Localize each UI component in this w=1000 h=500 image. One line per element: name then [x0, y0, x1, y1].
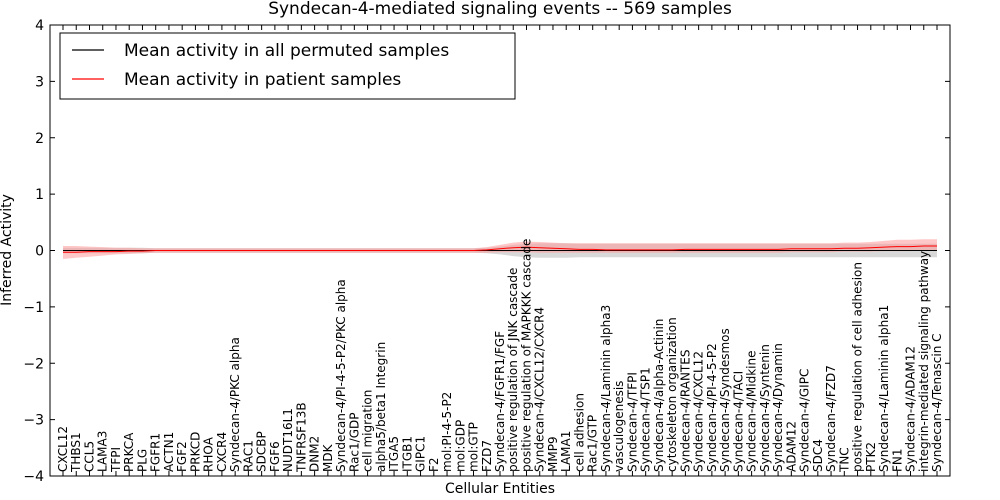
x-tick-label: ACTN1 [162, 432, 176, 472]
x-tick-label: Syndecan-4/PI-4-5-P2/PKC alpha [334, 279, 348, 472]
legend-box [59, 32, 516, 100]
x-tick-label: RHOA [202, 436, 216, 472]
x-tick-label: LAMA1 [559, 431, 573, 472]
x-tick-label: mol:PI-4-5-P2 [440, 392, 454, 472]
x-tick-label: cell migration [361, 390, 375, 472]
x-tick-label: Syndecan-4/CXCL12/CXCR4 [533, 307, 547, 472]
x-tick-label: Syndecan-4/Laminin alpha1 [877, 305, 891, 472]
x-tick-label: mol:GDP [453, 420, 467, 472]
x-tick-label: GIPC1 [414, 436, 428, 472]
x-axis-label: Cellular Entities [445, 481, 555, 497]
x-tick-label: MDK [321, 443, 335, 472]
x-tick-label: Syndecan-4/TFPI [625, 372, 639, 472]
x-tick-label: PLG [136, 449, 150, 472]
x-tick-label: Syndecan-4/Laminin alpha3 [599, 305, 613, 472]
x-tick-label: SDC4 [811, 439, 825, 472]
x-tick-label: TNC [837, 447, 851, 473]
x-tick-label: PTK2 [864, 442, 878, 472]
chart-title: Syndecan-4-mediated signaling events -- … [268, 0, 732, 19]
legend: Mean activity in all permuted samples Me… [59, 32, 516, 100]
y-tick-label: −4 [23, 469, 44, 485]
y-tick-label: −1 [23, 300, 44, 316]
x-tick-label: Rac1/GDP [347, 413, 361, 472]
y-tick-label: −2 [23, 356, 44, 372]
y-tick-label: 2 [35, 131, 44, 147]
x-tick-label: Syndecan-4/RANTES [678, 350, 692, 472]
x-tick-label: PRKCA [122, 432, 136, 472]
x-tick-label: Syndecan-4/FZD7 [824, 365, 838, 472]
x-tick-label: Syndecan-4/Syndesmos [718, 328, 732, 472]
x-tick-label: FGFR1 [149, 433, 163, 472]
x-tick-label: DNM2 [308, 436, 322, 472]
x-tick-label: Syndecan-4/TACI [731, 371, 745, 472]
x-tick-label: ADAM12 [784, 421, 798, 472]
series-lines [63, 245, 937, 253]
x-tick-label: cell adhesion [573, 393, 587, 472]
x-tick-label: Syndecan-4/GIPC [798, 369, 812, 472]
x-tick-label: ITGA5 [387, 436, 401, 472]
x-tick-label: Syndecan-4/CXCL12 [692, 351, 706, 472]
x-tick-label: alpha5/beta1 Integrin [374, 342, 388, 472]
x-tick-label: TNFRSF13B [294, 402, 308, 473]
x-tick-label: Syndecan-4/PI-4-5-P2 [705, 343, 719, 472]
plot-frame [49, 24, 951, 477]
y-tick-label: 1 [35, 187, 44, 203]
x-tick-label: Syndecan-4/TSP1 [639, 367, 653, 472]
y-tick-label: −3 [23, 413, 44, 429]
x-tick-label: Syndecan-4/Midkine [745, 351, 759, 472]
x-tick-label: Syndecan-4/Tenascin C [930, 333, 944, 472]
x-tick-label: SDCBP [255, 431, 269, 472]
x-tick-label: Syndecan-4/Dynamin [771, 343, 785, 472]
x-tick-label: Syndecan-4/alpha-Actinin [652, 319, 666, 472]
x-tick-label: integrin-mediated signaling pathway [917, 251, 931, 472]
x-tick-label: LAMA3 [96, 431, 110, 472]
x-tick-label: THBS1 [69, 432, 83, 473]
x-tick-label: FN1 [890, 448, 904, 472]
x-tick-label: positive regulation of MAPKKK cascade [520, 239, 534, 472]
x-tick-label: TFPI [109, 447, 123, 473]
x-tick-label: Syndecan-4/Syntenin [758, 344, 772, 472]
y-tick-label: 0 [35, 244, 44, 260]
x-tick-label: FGF6 [268, 441, 282, 472]
line-series-1 [63, 245, 937, 253]
x-tick-label: CCL5 [83, 441, 97, 472]
x-tick-label: ITGB1 [400, 436, 414, 472]
y-tick-label: 3 [35, 74, 44, 90]
x-tick-label: F2 [427, 457, 441, 472]
x-tick-label: PRKCD [188, 432, 202, 472]
y-axis-label: Inferred Activity [0, 194, 15, 306]
x-tick-label: Rac1/GTP [586, 415, 600, 472]
x-tick-label: NUDT16L1 [281, 408, 295, 472]
x-tick-label: FGF2 [175, 441, 189, 472]
y-ticks: −4 −3 −2 −1 0 1 2 3 4 [23, 18, 950, 485]
x-tick-label: vasculogenesis [612, 381, 626, 472]
x-tick-label: Syndecan-4/ADAM12 [904, 346, 918, 472]
x-tick-label: cytoskeleton organization [665, 317, 679, 472]
x-tick-label: Syndecan-4/FGFR1/FGF [493, 331, 507, 472]
x-tick-label: CXCL12 [56, 426, 70, 472]
x-tick-label: positive regulation of cell adhesion [851, 262, 865, 472]
legend-label-permuted: Mean activity in all permuted samples [124, 41, 449, 61]
x-tick-label: RAC1 [241, 440, 255, 472]
x-tick-label: CXCR4 [215, 432, 229, 472]
y-tick-label: 4 [35, 18, 44, 34]
x-tick-label: MMP9 [546, 436, 560, 472]
x-tick-label: positive regulation of JNK cascade [506, 268, 520, 472]
x-tick-label: mol:GTP [467, 422, 481, 472]
legend-label-patient: Mean activity in patient samples [124, 70, 401, 90]
x-tick-label: FZD7 [480, 440, 494, 472]
x-tick-label: Syndecan-4/PKC alpha [228, 337, 242, 472]
